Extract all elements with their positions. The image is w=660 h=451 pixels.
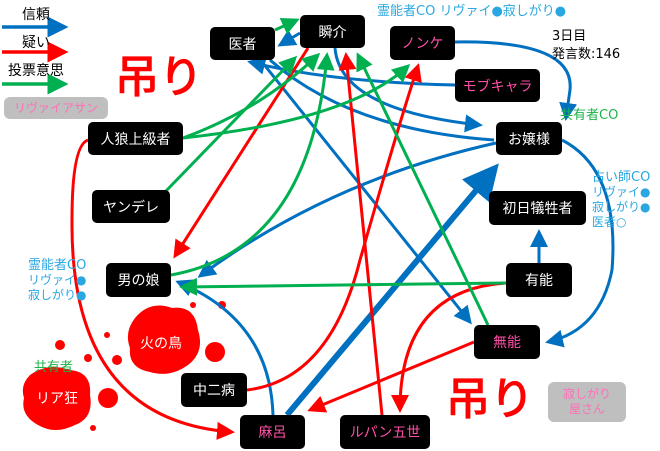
legend-vote-label: 投票意思 <box>8 63 64 79</box>
day-info: 3日目 発言数:146 <box>552 28 620 64</box>
node-maro[interactable]: 麻呂 <box>240 415 305 449</box>
edge-nonke-ojousama <box>454 40 578 121</box>
edge-shunsuke-isha <box>277 29 301 47</box>
blood-splat-riakyou <box>22 340 118 431</box>
node-mobu[interactable]: モブキャラ <box>455 69 540 102</box>
day-label: 3日目 <box>552 29 587 44</box>
node-jinrou[interactable]: 人狼上級者 <box>88 122 183 155</box>
edge-ojousama-otokonoko <box>197 141 497 278</box>
edge-shunsuke-ojousama <box>333 47 483 133</box>
hanged-name-line2: 屋さん <box>568 402 605 416</box>
legend-trust-label: 信頼 <box>22 7 50 23</box>
medium-result-2: 寂しがり● <box>28 288 87 302</box>
dead-riakyou: リア狂 <box>36 391 78 407</box>
hanged-name-top: リヴァイアサン <box>4 97 108 119</box>
kyouyuu-co: 共有者CO <box>560 108 619 123</box>
medium-co-title: 霊能者CO <box>28 258 87 273</box>
edge-yandere-shunsuke <box>163 55 298 194</box>
seer-result-2: 寂しがり● <box>592 200 651 214</box>
hanged-mark-top: 吊り <box>115 52 203 103</box>
seer-co: 占い師CO リヴァイ● 寂しがり● 医者○ <box>592 170 650 230</box>
edge-lupin-shunsuke <box>338 52 384 416</box>
edge-jinrou-maro <box>70 138 235 440</box>
doubt-edges <box>70 47 507 440</box>
edge-isha-shunsuke <box>274 18 300 35</box>
node-chuunibyou[interactable]: 中二病 <box>181 373 247 407</box>
hanged-name-line1: 寂しがり <box>562 387 611 401</box>
edge-mobu-isha <box>247 56 456 87</box>
edge-yuunou-lupin <box>391 281 507 413</box>
hanged-name-bottom: 寂しがり屋さん <box>548 382 626 422</box>
edge-munou-shunsuke <box>356 52 490 326</box>
seer-co-title: 占い師CO <box>592 170 651 185</box>
node-munou[interactable]: 無能 <box>474 325 540 359</box>
legend-arrows <box>2 16 69 95</box>
hanged-mark-bottom: 吊り <box>446 374 534 425</box>
node-otokonoko[interactable]: 男の娘 <box>106 263 171 297</box>
edge-maro-ojousama <box>284 163 499 417</box>
edge-ojousama-munou <box>545 138 615 348</box>
edge-munou-maro <box>307 340 475 413</box>
medium-co-top: 霊能者CO リヴァイ●寂しがり● <box>377 4 567 19</box>
seer-result-1: リヴァイ● <box>592 185 651 199</box>
seer-result-3: 医者○ <box>592 215 627 229</box>
edge-chuunibyou-nonke <box>246 63 422 392</box>
edge-jinrou-shunsuke <box>182 52 321 140</box>
node-yandere[interactable]: ヤンデレ <box>92 190 170 223</box>
node-nonke[interactable]: ノンケ <box>390 26 455 60</box>
edge-otokonoko-shunsuke <box>170 52 335 277</box>
vote-edges <box>163 18 507 326</box>
node-lupin[interactable]: ルパン五世 <box>340 415 430 449</box>
node-yuunou[interactable]: 有能 <box>506 263 572 297</box>
medium-result-1: リヴァイ● <box>28 273 87 287</box>
node-isha[interactable]: 医者 <box>210 27 275 60</box>
trust-edges <box>175 29 615 417</box>
medium-co-left: 霊能者CO リヴァイ● 寂しがり● <box>28 258 86 303</box>
node-shonichi[interactable]: 初日犠牲者 <box>489 191 586 225</box>
edge-jinrou-nonke <box>182 63 411 140</box>
edge-isha-munou <box>260 61 472 325</box>
node-ojousama[interactable]: お嬢様 <box>496 122 562 155</box>
riakyou-role: 共有者 <box>34 360 74 375</box>
legend-doubt-label: 疑い <box>22 35 50 51</box>
edge-yuunou-otokonoko <box>179 277 507 296</box>
edge-maro-otokonoko <box>175 279 275 416</box>
post-count: 発言数:146 <box>552 47 621 62</box>
blood-splat-hinotori <box>104 301 226 374</box>
node-shunsuke[interactable]: 瞬介 <box>300 15 365 48</box>
dead-hinotori: 火の鳥 <box>140 336 182 352</box>
